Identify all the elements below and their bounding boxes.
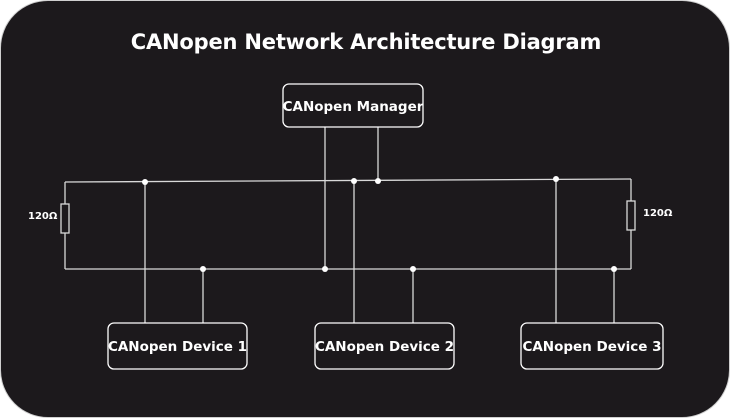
device2-box bbox=[314, 322, 455, 370]
device1-box bbox=[107, 322, 248, 370]
manager-box bbox=[282, 83, 424, 128]
junction-dot bbox=[553, 176, 559, 182]
device2-label: CANopen Device 2 bbox=[315, 339, 454, 355]
junction-dot bbox=[142, 179, 148, 185]
diagram-title: CANopen Network Architecture Diagram bbox=[130, 30, 602, 54]
right-terminator-label: 120Ω bbox=[643, 208, 673, 219]
junction-dot bbox=[200, 266, 206, 272]
device1-label: CANopen Device 1 bbox=[108, 339, 247, 355]
manager-label: CANopen Manager bbox=[283, 99, 424, 115]
junction-dot bbox=[351, 178, 357, 184]
can-high-bus-line bbox=[64, 178, 632, 183]
device2-node: CANopen Device 2 bbox=[314, 322, 455, 370]
junction-dot bbox=[322, 266, 328, 272]
junction-dot bbox=[611, 266, 617, 272]
device3-box bbox=[520, 322, 664, 370]
device1-node: CANopen Device 1 bbox=[107, 322, 248, 370]
left-terminator-label: 120Ω bbox=[28, 211, 58, 222]
junction-dot bbox=[375, 178, 381, 184]
device3-label: CANopen Device 3 bbox=[522, 339, 661, 355]
right-terminator-resistor bbox=[626, 200, 636, 231]
device3-node: CANopen Device 3 bbox=[520, 322, 664, 370]
left-terminator-resistor bbox=[60, 203, 70, 234]
junction-dot bbox=[410, 266, 416, 272]
manager-node: CANopen Manager bbox=[282, 83, 424, 128]
